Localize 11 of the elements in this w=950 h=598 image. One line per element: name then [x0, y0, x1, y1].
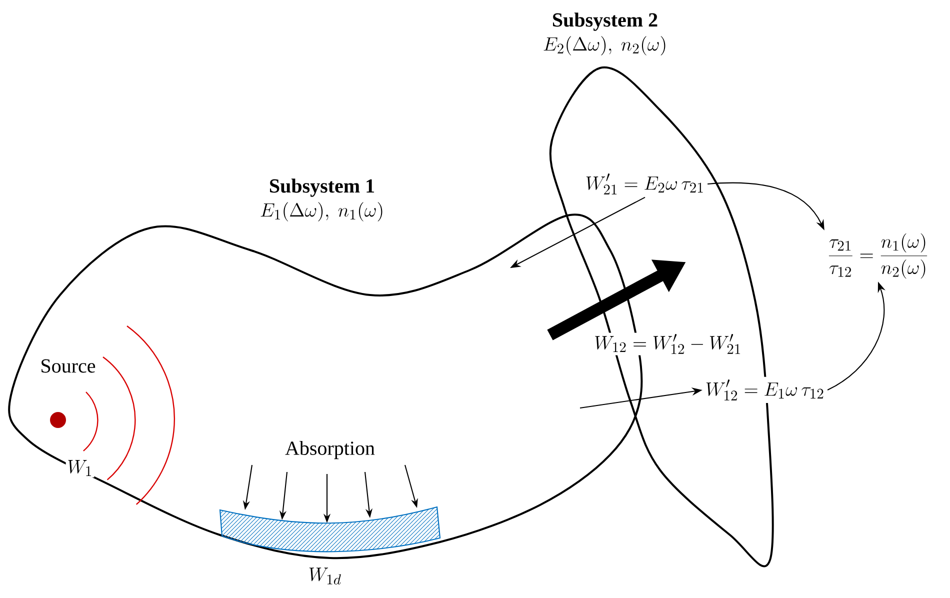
label: Absorption	[284, 440, 376, 460]
node-label: Subsystem 1	[270, 178, 374, 197]
node-label: Subsystem 2	[553, 12, 658, 31]
formula: $W_{12}=W_{12}'-W_{21}'$	[592, 332, 744, 356]
node-label: $E_2(\Delta\omega),\ n_2(\omega)$	[544, 36, 666, 56]
formula: $W_{12}'=E_1\omega\,\tau_{12}$	[702, 376, 828, 404]
formula: $\frac{\tau_{21}}{\tau_{12}}=\frac{n_1(\omega)}{n_2(\omega)}$	[824, 230, 932, 282]
formula: $W_1$	[66, 458, 94, 478]
formula: $W_{1d}$	[307, 566, 343, 586]
formula: $W_{21}'=E_2\omega\,\tau_{21}$	[582, 170, 708, 198]
label: Source	[38, 358, 98, 374]
